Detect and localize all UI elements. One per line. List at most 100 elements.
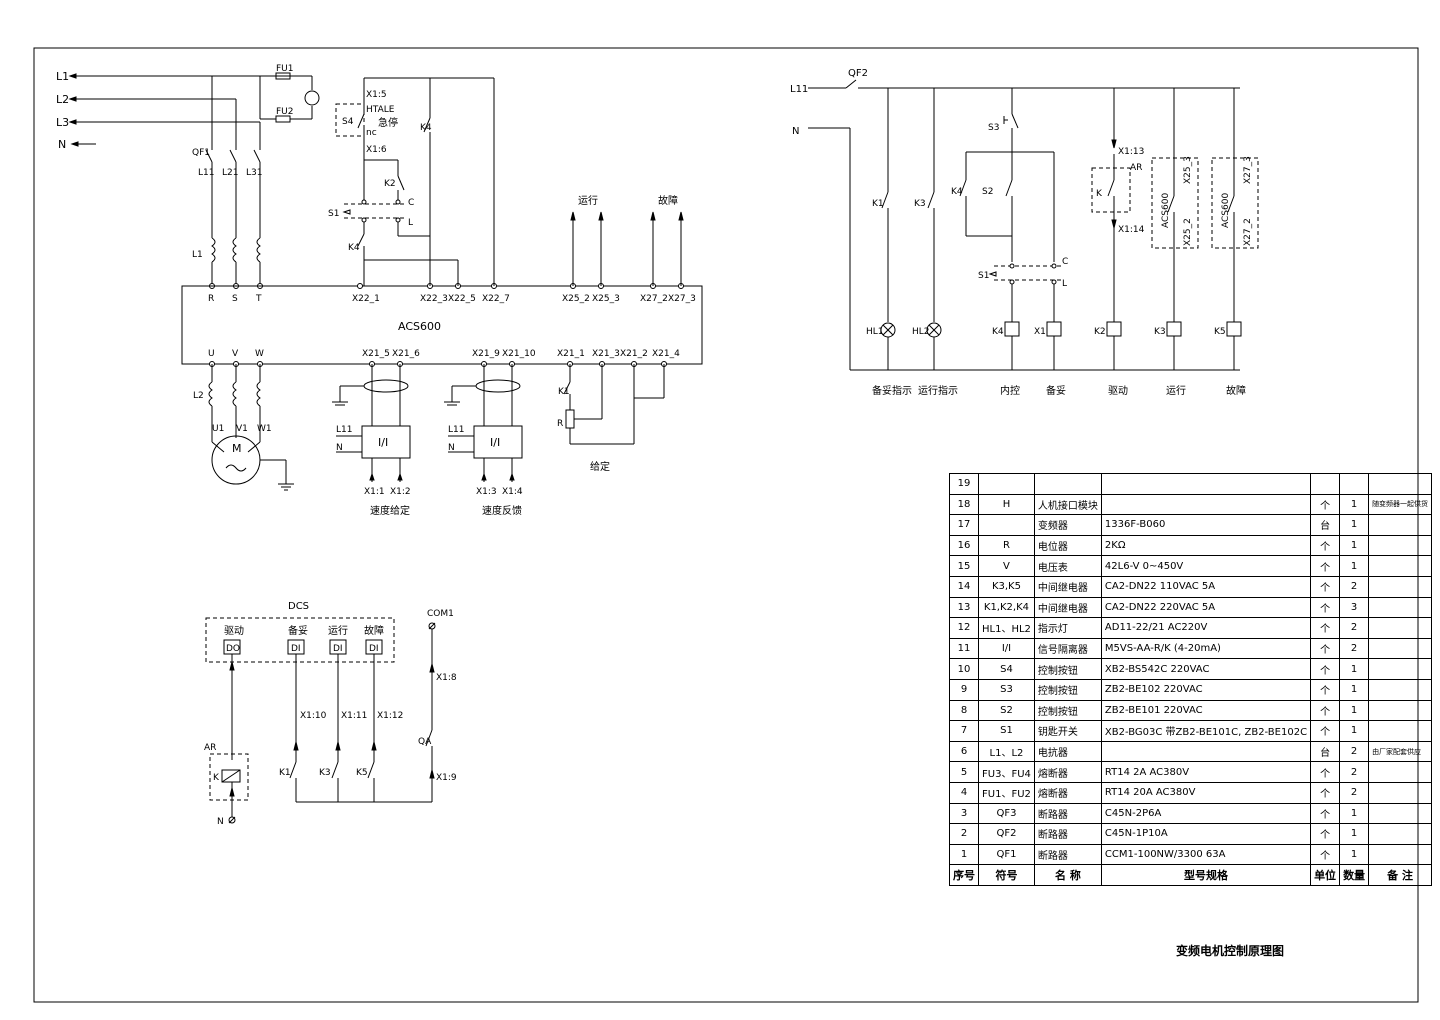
bom-cell: 4 (949, 781, 979, 804)
bom-cell: 个 (1310, 843, 1341, 866)
k1-contact-label: K1 (558, 387, 570, 397)
ctrl-x1-14: X1:14 (1118, 225, 1145, 235)
bom-header-cell: 符号 (978, 864, 1035, 886)
terminal-x21-3: X21_3 (592, 349, 620, 359)
bom-cell: 控制按钮 (1033, 658, 1102, 680)
motor-circuit: L2 U1 V1 W1 M (193, 364, 294, 491)
speed-feedback-circuit: I/I L11 N X1:3 X1:4 速度反馈 (444, 364, 523, 517)
bom-cell: 中间继电器 (1033, 596, 1102, 619)
reactor-label-l2: L2 (193, 391, 204, 401)
bom-cell: 个 (1310, 617, 1341, 639)
bom-cell: 控制按钮 (1033, 678, 1102, 701)
dcs-io-di-1: DI (291, 644, 301, 654)
bom-cell: 2 (1339, 761, 1370, 783)
bom-cell (1100, 740, 1312, 763)
bom-cell: 1336F-B060 (1100, 514, 1312, 536)
bom-cell: 19 (949, 473, 979, 495)
bom-cell (1368, 658, 1433, 680)
bom-cell: R (978, 534, 1035, 557)
bom-cell: 电位器 (1033, 534, 1102, 557)
bom-cell: 2 (949, 823, 979, 845)
bom-cell (1368, 802, 1433, 825)
caption-ready-indicator: 备妥指示 (872, 384, 912, 397)
terminal-r: R (208, 294, 214, 304)
dcs-io-di-2: DI (333, 644, 343, 654)
ctrl-l11-label: L11 (790, 84, 808, 95)
dcs-label-run: 运行 (328, 624, 348, 637)
com1-label: COM1 (427, 609, 454, 619)
terminal-x1-5: X1:5 (366, 90, 387, 100)
s1-c-label: C (408, 198, 414, 208)
bom-cell: AD11-22/21 AC220V (1100, 617, 1312, 639)
isolator-2-label: I/I (490, 436, 500, 449)
ctrl-k4-contact: K4 (951, 187, 963, 197)
isolator-1-label: I/I (378, 436, 388, 449)
bom-cell: 个 (1310, 637, 1341, 660)
bom-cell: 随变频器一起供货 (1368, 493, 1433, 516)
dcs-contact-k3: K3 (319, 768, 331, 778)
ctrl-x1-13: X1:13 (1118, 147, 1144, 157)
drive-name: ACS600 (398, 320, 441, 333)
bom-cell: 熔断器 (1033, 781, 1102, 804)
bom-cell: 控制按钮 (1033, 699, 1102, 722)
bom-cell: 6 (949, 740, 979, 763)
bom-cell: 1 (1339, 699, 1370, 722)
s2-label: S2 (982, 187, 993, 197)
bom-cell (1368, 596, 1433, 619)
terminal-x21-9: X21_9 (472, 349, 500, 359)
bom-cell: 8 (949, 699, 979, 722)
isolator-1-n: N (336, 443, 343, 453)
bom-cell: 13 (949, 596, 979, 619)
bom-cell (1368, 473, 1433, 495)
bom-cell: 个 (1310, 493, 1341, 516)
bom-cell: 1 (1339, 678, 1370, 701)
bom-cell: S1 (978, 720, 1035, 742)
dcs-label-ready: 备妥 (288, 624, 308, 637)
bom-cell: L1、L2 (978, 740, 1035, 763)
phase-label-l31: L31 (246, 168, 262, 178)
isolator-2-n: N (448, 443, 455, 453)
bom-cell: 断路器 (1033, 802, 1102, 825)
terminal-x25-3: X25_3 (592, 294, 620, 304)
terminal-x21-6: X21_6 (392, 349, 420, 359)
bom-cell (1100, 473, 1312, 495)
bom-cell: 个 (1310, 720, 1341, 742)
dcs-label-drive: 驱动 (224, 625, 244, 637)
bom-cell: 3 (949, 802, 979, 825)
dcs-term-x1-11: X1:11 (341, 711, 367, 721)
bom-cell: 个 (1310, 534, 1341, 557)
s3-label: S3 (988, 123, 999, 133)
dcs-n-label: N (217, 817, 224, 827)
dcs-term-x1-10: X1:10 (300, 711, 327, 721)
qf2-label: QF2 (848, 68, 868, 79)
local-control-circuit: X1:5 S4 HTALE nc 急停 X1:6 K2 C L S1 K4 (328, 77, 495, 286)
bom-cell: FU3、FU4 (978, 761, 1035, 783)
bom-row: 19 (949, 473, 1433, 495)
dcs-io-di-3: DI (369, 644, 379, 654)
k4-contact-label: K4 (348, 243, 360, 253)
bom-cell: 指示灯 (1033, 617, 1102, 639)
terminal-x1-1: X1:1 (364, 487, 385, 497)
bom-cell: QF2 (978, 823, 1035, 845)
terminal-x1-6: X1:6 (366, 145, 387, 155)
line-label-l1: L1 (56, 70, 69, 83)
bom-cell: 个 (1310, 596, 1341, 619)
bom-cell: K1,K2,K4 (978, 596, 1035, 619)
acs-fault-x27-3: X27_3 (1243, 156, 1253, 184)
ctrl-s1-c: C (1062, 257, 1068, 267)
terminal-v: V (232, 349, 239, 359)
k2-label: K2 (384, 179, 396, 189)
bom-cell: 5 (949, 761, 979, 783)
bom-cell: 变频器 (1033, 514, 1102, 536)
control-circuit: QF2 L11 N K1 K3 S3 (790, 68, 1259, 397)
bom-cell (1368, 637, 1433, 660)
terminal-x21-4: X21_4 (652, 349, 680, 359)
bom-cell: 个 (1310, 575, 1341, 598)
terminal-x21-2: X21_2 (620, 349, 648, 359)
bom-cell: 由厂家配套供应 (1368, 740, 1433, 763)
terminal-x1-8: X1:8 (436, 673, 457, 683)
